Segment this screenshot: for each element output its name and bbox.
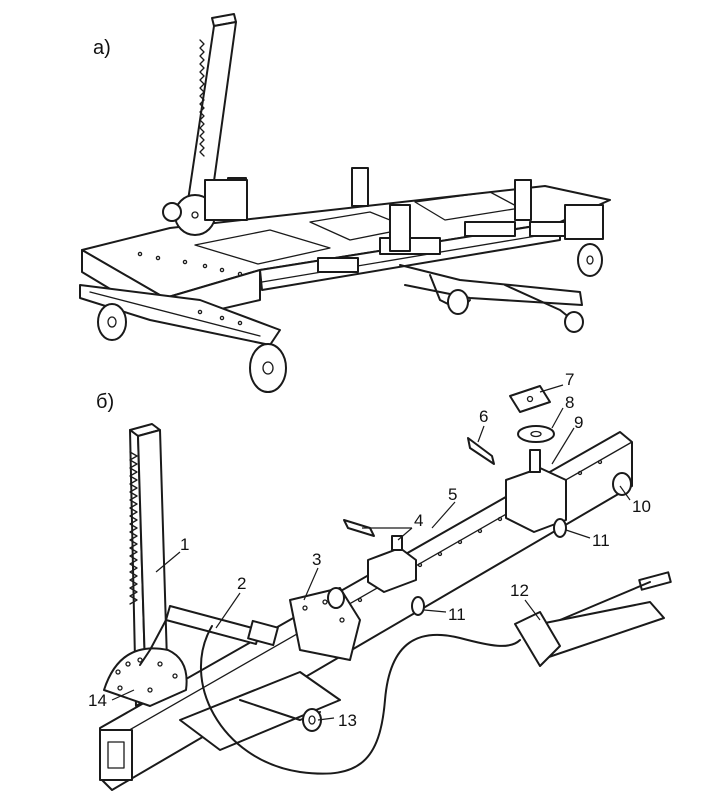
caster-wheels-drawing <box>97 243 603 393</box>
leader-lines <box>111 384 631 721</box>
panel-b-label: б) <box>96 391 114 413</box>
callout-2: 2 <box>237 574 246 593</box>
callout-3: 3 <box>312 550 321 569</box>
trolley-frame-drawing <box>179 671 341 751</box>
callout-7: 7 <box>565 370 574 389</box>
callout-11-lower: 11 <box>448 605 466 624</box>
panel-a-label: а) <box>93 37 111 59</box>
rack-column-drawing <box>103 423 188 707</box>
callout-9: 9 <box>574 413 583 432</box>
callout-4: 4 <box>414 511 423 530</box>
hand-pump-drawing <box>514 571 672 667</box>
end-caster-drawing <box>612 472 632 496</box>
callout-11-upper: 11 <box>592 531 610 550</box>
hydraulic-hose-drawing <box>200 625 521 775</box>
callout-13: 13 <box>338 711 357 730</box>
callout-14: 14 <box>88 691 107 710</box>
tower-rack-drawing <box>162 13 248 236</box>
callout-5: 5 <box>448 485 457 504</box>
top-clamp-drawing <box>343 519 425 616</box>
callout-12: 12 <box>510 581 529 600</box>
upper-clamp-drawing <box>467 385 567 538</box>
panel-a-illustration: а) <box>79 13 611 393</box>
callout-10: 10 <box>632 497 651 516</box>
callout-labels: 1 2 3 4 5 6 7 8 9 10 11 11 12 13 14 <box>88 370 651 730</box>
panel-b-illustration: б) <box>96 385 672 791</box>
clamp-plate-drawing <box>289 587 361 661</box>
frame-bed-drawing <box>79 167 611 346</box>
callout-8: 8 <box>565 393 574 412</box>
callout-1: 1 <box>180 535 189 554</box>
callout-6: 6 <box>479 407 488 426</box>
hydraulic-ram-drawing <box>139 605 279 666</box>
